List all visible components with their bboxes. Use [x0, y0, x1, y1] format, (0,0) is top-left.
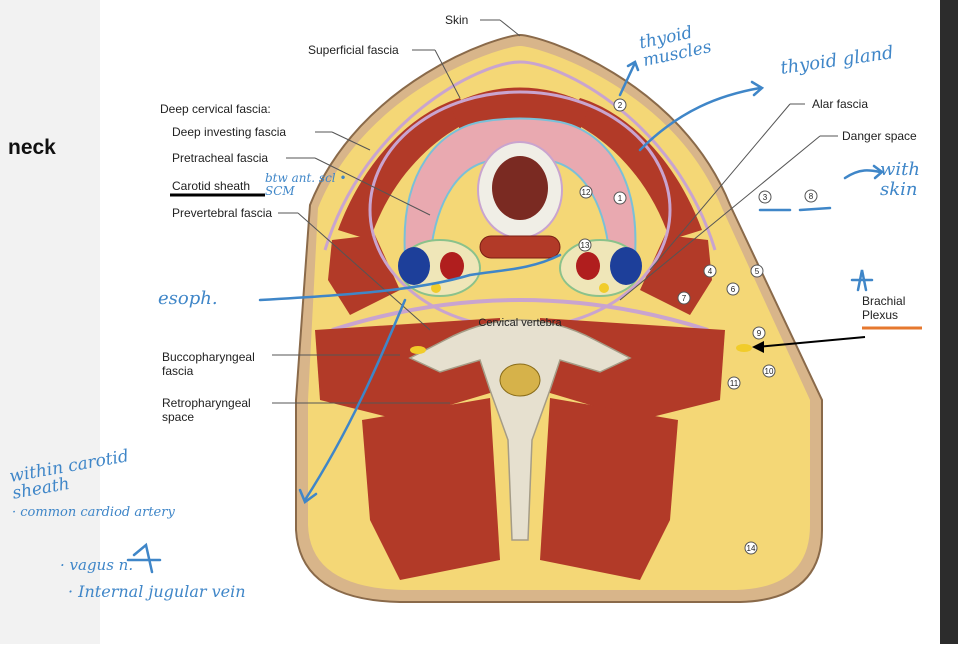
label-brachial-plexus: Brachial Plexus — [862, 294, 906, 322]
label-buccopharyngeal-fascia: Buccopharyngeal fascia — [162, 350, 255, 378]
marker-11: 11 — [730, 379, 739, 388]
note-carotid-btw: btw ant. scl • SCM — [265, 171, 347, 198]
marker-6: 6 — [731, 285, 736, 294]
marker-3: 3 — [763, 193, 768, 202]
marker-12: 12 — [582, 188, 591, 197]
posterior-muscles-left — [362, 398, 500, 580]
marker-7: 7 — [682, 294, 687, 303]
esophagus — [479, 235, 561, 259]
marker-4: 4 — [708, 267, 713, 276]
internal-jugular-vein-right — [610, 247, 642, 285]
spinal-cord — [499, 363, 541, 397]
posterior-muscles-right — [540, 398, 678, 580]
marker-8: 8 — [809, 192, 814, 201]
numbered-markers: 1 2 3 4 5 6 7 8 9 10 11 12 13 14 — [578, 98, 818, 555]
note-ijv: · Internal jugular vein — [68, 582, 246, 601]
marker-13: 13 — [581, 241, 590, 250]
cervical-vertebra — [408, 319, 632, 541]
slide-title: neck — [8, 136, 56, 159]
label-alar-fascia: Alar fascia — [812, 97, 868, 111]
internal-jugular-vein-left — [398, 247, 430, 285]
marker-10: 10 — [765, 367, 774, 376]
common-carotid-artery-right — [576, 252, 600, 280]
note-common-carotid: · common cardiod artery — [12, 505, 175, 520]
marker-1: 1 — [618, 194, 623, 203]
note-vagus: · vagus n. — [60, 556, 134, 574]
investing-fascia-line — [323, 60, 717, 251]
label-deep-investing-fascia: Deep investing fascia — [172, 125, 286, 139]
note-esophagus: esoph. — [158, 288, 218, 309]
common-carotid-artery-left — [440, 252, 464, 280]
infrahyoid-muscles — [450, 87, 590, 130]
label-danger-space: Danger space — [842, 129, 917, 143]
label-superficial-fascia: Superficial fascia — [308, 43, 399, 57]
label-pretracheal-fascia: Pretracheal fascia — [172, 151, 268, 165]
label-retropharyngeal-space: Retropharyngeal space — [162, 396, 251, 424]
thyroid-gland — [403, 117, 637, 262]
marker-2: 2 — [618, 101, 623, 110]
label-deep-cervical-fascia: Deep cervical fascia: — [160, 102, 271, 116]
marker-14: 14 — [747, 544, 756, 553]
label-carotid-sheath: Carotid sheath — [172, 179, 250, 193]
vagus-nerve-left — [431, 283, 441, 293]
label-skin: Skin — [445, 13, 468, 27]
left-slide-margin — [0, 0, 100, 644]
brachial-plexus-arrowhead — [752, 341, 764, 353]
brachial-plexus-arrow — [755, 336, 866, 348]
marker-9: 9 — [757, 329, 762, 338]
trachea-lumen — [492, 156, 548, 220]
label-prevertebral-fascia: Prevertebral fascia — [172, 206, 272, 220]
vagus-nerve-right — [599, 283, 609, 293]
cross-section-illustration: 1 2 3 4 5 6 7 8 9 10 11 12 13 14 Sk — [126, 13, 922, 603]
prevertebral-fascia-line — [331, 298, 709, 332]
neck-cross-section-diagram: 1 2 3 4 5 6 7 8 9 10 11 12 13 14 Sk — [8, 0, 940, 644]
note-with-skin: with skin — [880, 159, 920, 200]
label-cervical-vertebra: Cervical vertebra — [478, 317, 562, 329]
brachial-plexus-nerve-left — [410, 346, 426, 354]
brachial-plexus-nerve-right — [736, 344, 752, 352]
leader-lines — [272, 19, 838, 404]
ink-strokes — [126, 60, 884, 574]
right-dark-border — [940, 0, 958, 644]
marker-5: 5 — [755, 267, 760, 276]
